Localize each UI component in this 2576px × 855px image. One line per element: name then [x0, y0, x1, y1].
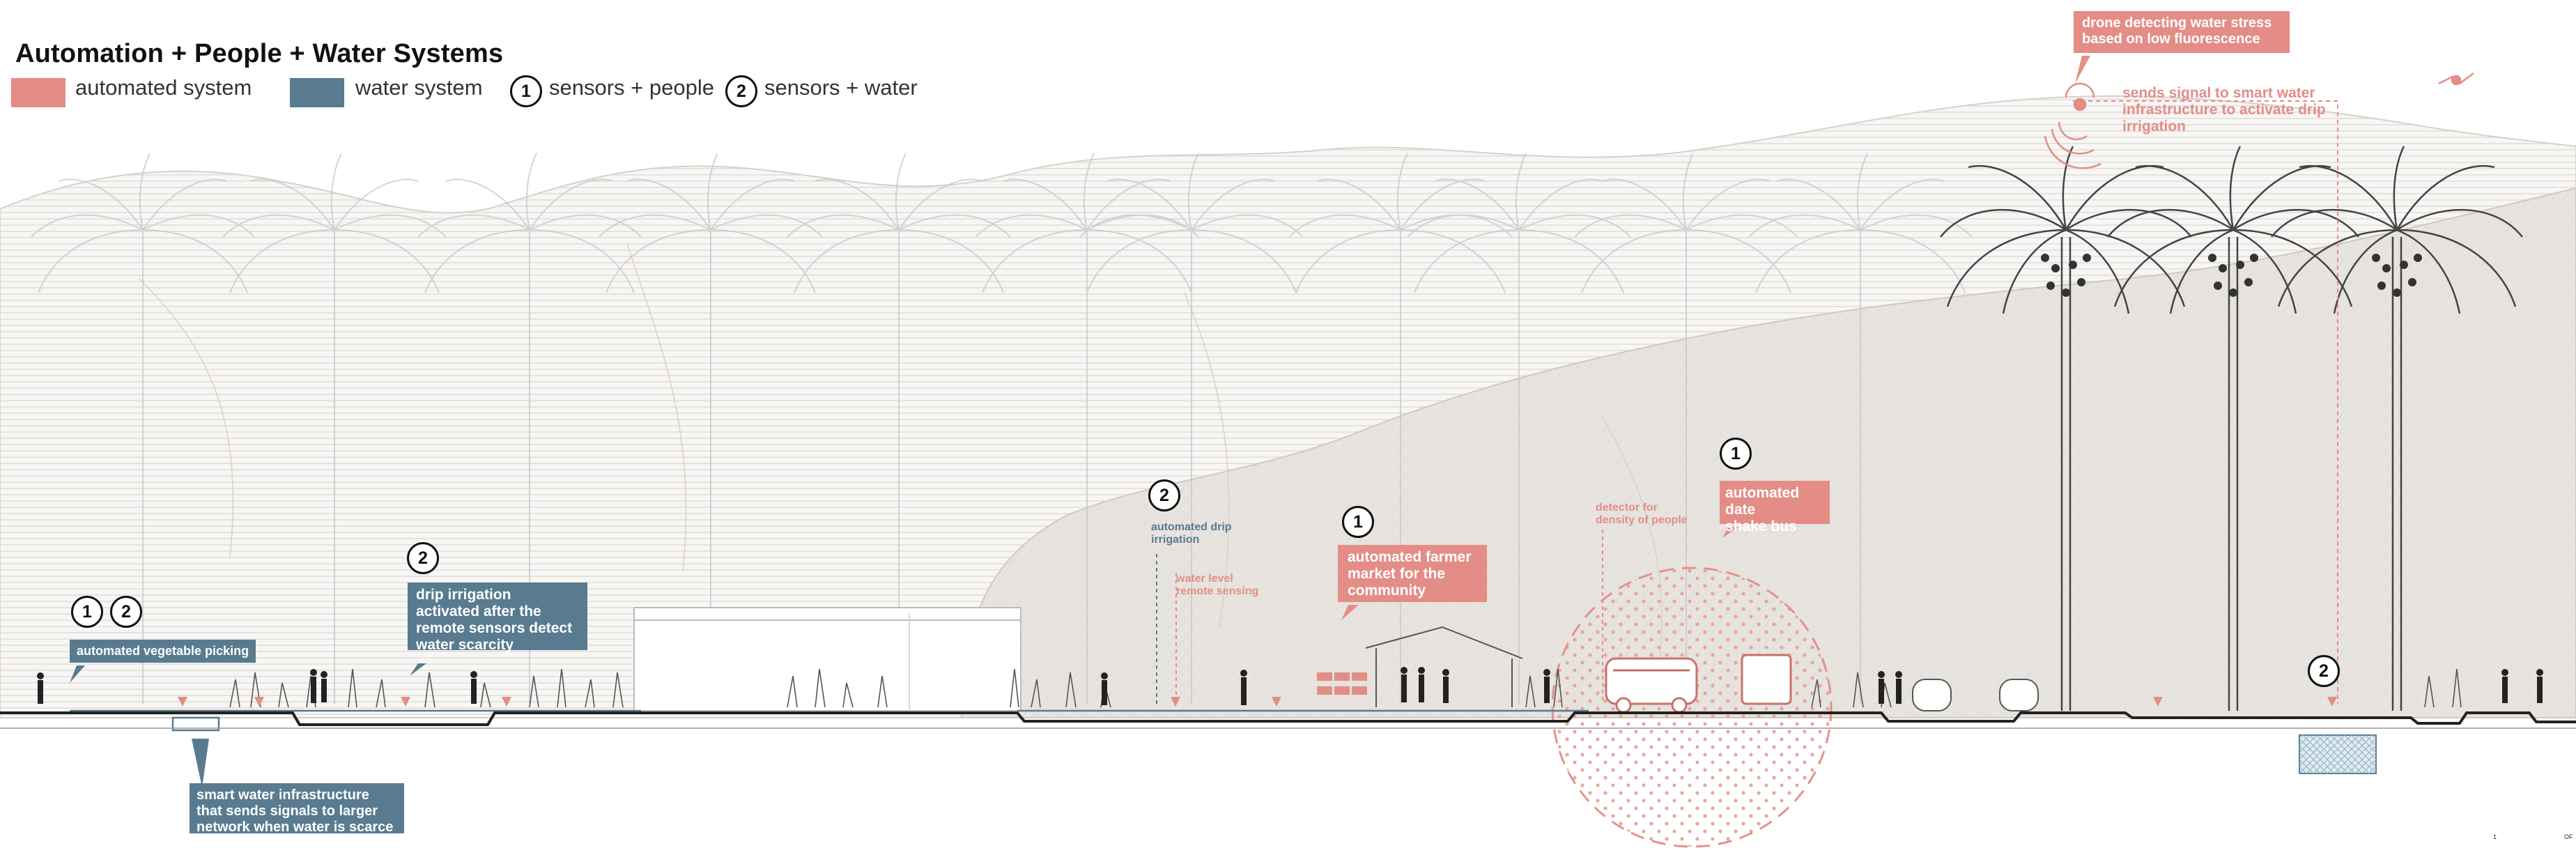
signal-line-2: infrastructure to activate drip [2122, 102, 2326, 118]
water-pipes [70, 709, 1589, 732]
drone-line-2: based on low fluorescence [2082, 31, 2260, 47]
label-water-level: water level remote sensing [1176, 573, 1258, 599]
market-crates [1317, 672, 1367, 695]
signal-line-3: irrigation [2122, 118, 2186, 135]
legend-label-sensors-people: sensors + people [549, 75, 714, 100]
footer-mark-left: 1 [2493, 833, 2497, 840]
farmer-line-2: market for the [1348, 566, 1446, 583]
detector-line-2: density of people [1596, 514, 1688, 527]
detector-line-1: detector for [1596, 502, 1658, 514]
badge-vegetable-1: 1 [71, 596, 103, 628]
smart-line-2: that sends signals to larger [196, 803, 378, 819]
market-building [633, 607, 1021, 711]
smart-line-3: network when water is scarce [196, 819, 394, 835]
date-shake-bus [1605, 654, 1792, 714]
label-auto-drip: automated drip irrigation [1151, 521, 1232, 547]
auto-drip-line-2: irrigation [1151, 534, 1200, 546]
drip-line-3: remote sensors detect [416, 620, 573, 637]
vegetation [229, 668, 2462, 708]
badge-auto-drip: 2 [1148, 479, 1180, 511]
drone-small [2438, 72, 2474, 86]
badge-drip: 2 [407, 542, 439, 574]
badge-date-bus: 1 [1720, 438, 1752, 470]
legend-sensors-people-badge: 1 [510, 75, 542, 107]
drip-line-1: drip irrigation [416, 587, 511, 603]
bus-line-2: shake bus [1725, 518, 1797, 535]
drip-line-2: activated after the [416, 603, 541, 620]
cars [1912, 679, 2039, 711]
farmer-line-3: community [1348, 583, 1426, 599]
legend-swatch-automated [11, 78, 65, 107]
farmer-market-tent [1365, 626, 1523, 707]
auto-drip-line-1: automated drip [1151, 521, 1232, 533]
sensor-markers [178, 697, 2337, 707]
signal-line-1: sends signal to smart water [2122, 85, 2315, 101]
label-density-detector: detector for density of people [1596, 502, 1688, 527]
legend-label-automated: automated system [75, 75, 252, 100]
page-title: Automation + People + Water Systems [15, 39, 504, 68]
drone [2044, 82, 2101, 169]
label-vegetable-picking: automated vegetable picking [70, 640, 256, 663]
density-detection-zone [1551, 567, 1833, 848]
water-level-line-2: remote sensing [1176, 585, 1259, 598]
foreground-palms [1940, 146, 2523, 711]
drip-line-4: water scarcity [416, 637, 514, 654]
footer-mark-right: OF [2564, 833, 2573, 840]
badge-vegetable-2: 2 [110, 596, 142, 628]
label-smart-water: smart water infrastructure that sends si… [190, 783, 404, 835]
ground-line [0, 711, 2576, 726]
smart-line-1: smart water infrastructure [196, 787, 369, 803]
water-level-line-1: water level [1176, 573, 1233, 585]
badge-farmer-market: 1 [1342, 506, 1374, 538]
label-drone: drone detecting water stress based on lo… [2074, 11, 2290, 53]
background-palms [31, 153, 1973, 704]
legend-label-water: water system [355, 75, 483, 100]
leader-lines [1156, 100, 2338, 704]
legend-label-sensors-water: sensors + water [764, 75, 918, 100]
legend-sensors-water-badge: 2 [725, 75, 757, 107]
bus-line-1: automated date [1725, 485, 1800, 518]
badge-right-water: 2 [2308, 655, 2340, 687]
label-farmer-market: automated farmer market for the communit… [1338, 545, 1487, 602]
label-signal: sends signal to smart water infrastructu… [2122, 85, 2326, 135]
people [37, 667, 2543, 705]
drone-line-1: drone detecting water stress [2082, 15, 2272, 31]
label-pointers [70, 56, 2090, 787]
farmer-line-1: automated farmer [1348, 549, 1472, 565]
label-drip-irrigation: drip irrigation activated after the remo… [408, 583, 587, 653]
vegetable-picking-text: automated vegetable picking [77, 644, 249, 658]
legend-swatch-water [290, 78, 344, 107]
label-date-bus: automated date shake bus [1720, 481, 1830, 534]
